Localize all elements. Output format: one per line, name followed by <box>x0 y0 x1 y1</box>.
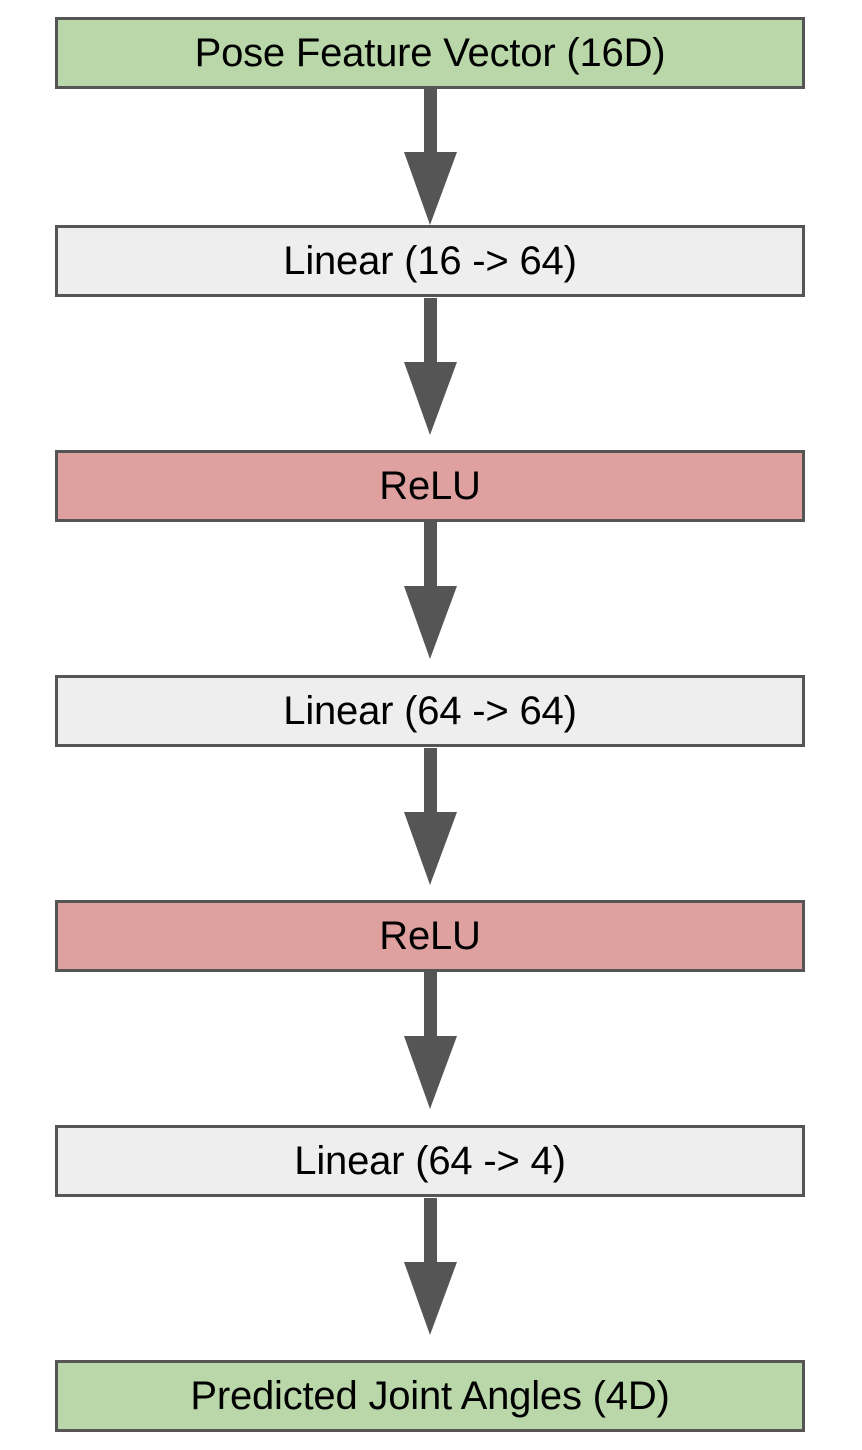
node-relu-2[interactable]: ReLU <box>55 900 805 972</box>
edge-input-to-linear1 <box>0 88 862 228</box>
node-label: Predicted Joint Angles (4D) <box>190 1374 670 1418</box>
node-output-predicted-joint-angles[interactable]: Predicted Joint Angles (4D) <box>55 1360 805 1432</box>
node-linear-64-to-4[interactable]: Linear (64 -> 4) <box>55 1125 805 1197</box>
node-label: ReLU <box>379 464 481 508</box>
edge-linear1-to-relu1 <box>0 298 862 438</box>
node-label: Linear (16 -> 64) <box>283 239 577 283</box>
node-label: Linear (64 -> 64) <box>283 689 577 733</box>
edge-linear3-to-output <box>0 1198 862 1338</box>
edge-relu2-to-linear3 <box>0 972 862 1112</box>
node-label: ReLU <box>379 914 481 958</box>
edge-relu1-to-linear2 <box>0 522 862 662</box>
node-relu-1[interactable]: ReLU <box>55 450 805 522</box>
edge-linear2-to-relu2 <box>0 748 862 888</box>
node-linear-16-to-64[interactable]: Linear (16 -> 64) <box>55 225 805 297</box>
node-linear-64-to-64[interactable]: Linear (64 -> 64) <box>55 675 805 747</box>
node-label: Pose Feature Vector (16D) <box>194 31 666 75</box>
node-label: Linear (64 -> 4) <box>294 1139 566 1183</box>
node-input-pose-feature-vector[interactable]: Pose Feature Vector (16D) <box>55 17 805 89</box>
